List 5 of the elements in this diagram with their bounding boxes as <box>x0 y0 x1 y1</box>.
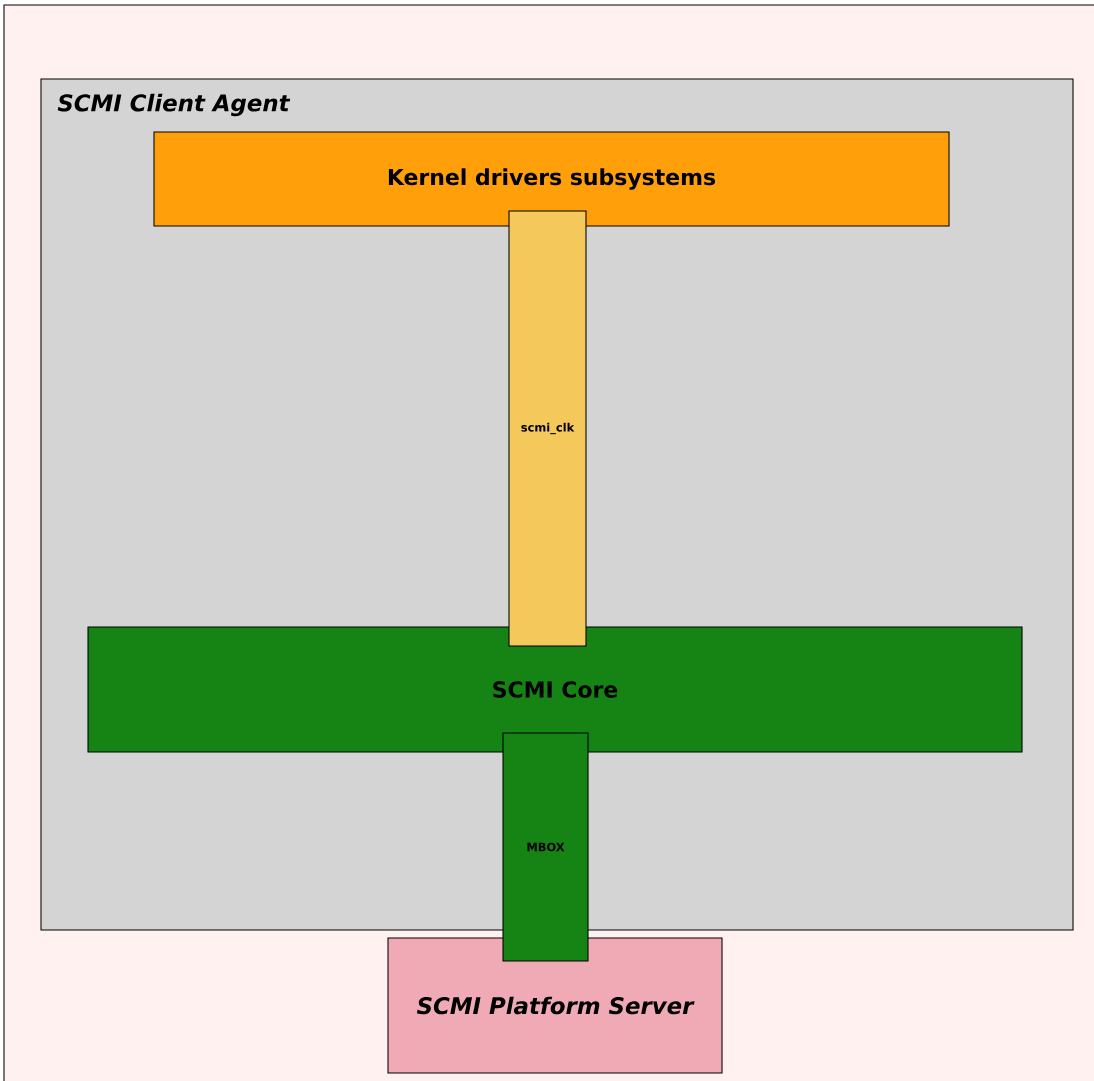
driver-bar: scmi_clk <box>508 210 587 647</box>
server-box: SCMI Platform Server <box>387 937 723 1074</box>
group-title: SCMI Client Agent <box>57 93 291 117</box>
subsystem-box: Kernel drivers subsystems <box>153 131 950 227</box>
transport-bar: MBOX <box>502 732 589 962</box>
